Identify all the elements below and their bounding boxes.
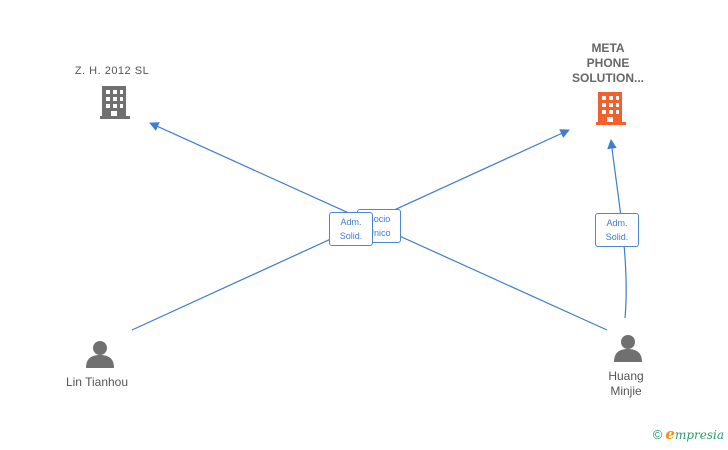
relation-badge-line: Socio [367, 214, 391, 224]
empresia-logo[interactable]: ©empresia [653, 425, 724, 443]
company-name-line: SOLUTION... [572, 71, 644, 85]
company-name-line: PHONE [586, 56, 630, 70]
relation-badge-line: Único [367, 228, 391, 238]
relation-badge-line: Solid. [605, 232, 629, 242]
brand-name: mpresia [674, 428, 724, 442]
person-name-line: Huang [608, 369, 644, 383]
person-name-line: Minjie [610, 384, 642, 398]
relation-badge-line: Solid. [339, 231, 363, 241]
copyright-symbol: © [652, 427, 663, 442]
person-icon[interactable] [86, 341, 114, 368]
relation-badge-adm-solid[interactable]: Adm. Solid. [329, 212, 373, 246]
relation-badge-adm-solid[interactable]: Adm. Solid. [595, 213, 639, 247]
building-icon[interactable] [100, 86, 130, 119]
person-icon[interactable] [614, 335, 642, 362]
person-name-lin[interactable]: Lin Tianhou [65, 375, 129, 389]
person-name-huang[interactable]: Huang Minjie [576, 369, 676, 399]
building-icon[interactable] [596, 92, 626, 125]
company-name-line: META [591, 41, 625, 55]
company-name-meta[interactable]: META PHONE SOLUTION... [558, 41, 658, 86]
brand-initial: e [665, 425, 675, 443]
company-name-zh[interactable]: Z. H. 2012 SL [74, 65, 150, 77]
relation-badge-line: Adm. [606, 218, 628, 228]
relation-badge-line: Adm. [340, 217, 362, 227]
